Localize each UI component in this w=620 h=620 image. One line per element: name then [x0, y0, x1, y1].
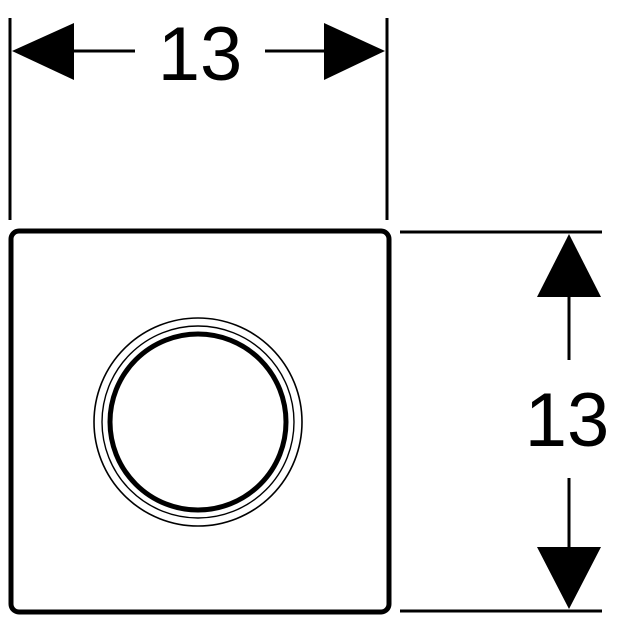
square-cover-plate [8, 228, 392, 615]
right-dimension-top-arrowhead [537, 234, 601, 297]
top-dimension-left-arrowhead [12, 23, 74, 80]
width-dimension-label: 13 [158, 12, 243, 97]
part-outline [8, 228, 392, 615]
button-middle-ring [101, 325, 295, 519]
top-dimension: 13 [8, 12, 389, 220]
height-dimension-label: 13 [525, 378, 610, 463]
top-dimension-right-arrowhead [324, 23, 385, 80]
button-inner-ring [107, 331, 289, 513]
right-dimension: 13 [400, 230, 610, 613]
button-outer-ring [93, 317, 303, 527]
right-dimension-bottom-arrowhead [537, 547, 601, 609]
